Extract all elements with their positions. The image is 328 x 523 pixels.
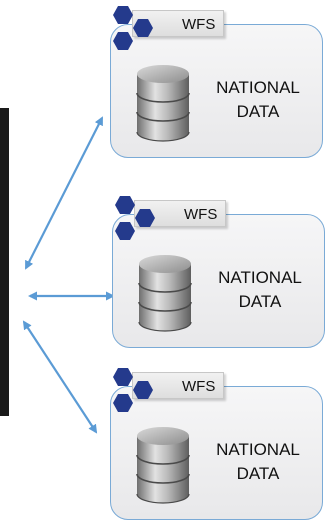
wfs-badge: WFS <box>182 16 216 33</box>
node-label-line-2: DATA <box>236 464 280 483</box>
node-label: NATIONAL DATA <box>196 438 320 486</box>
left-source-bar <box>0 108 9 416</box>
node-label-line-2: DATA <box>238 292 282 311</box>
arrow-to-node-3 <box>22 320 98 434</box>
node-label-line-1: NATIONAL <box>218 268 302 287</box>
wfs-badge: WFS <box>184 206 218 223</box>
database-icon <box>136 427 190 504</box>
node-label-line-1: NATIONAL <box>216 440 300 459</box>
hexagon-logo-icon <box>115 196 155 240</box>
national-data-node-2: WFS NATIONAL DATA <box>112 192 327 350</box>
database-icon <box>136 65 190 142</box>
node-label-line-1: NATIONAL <box>216 78 300 97</box>
node-label: NATIONAL DATA <box>196 76 320 124</box>
node-label: NATIONAL DATA <box>198 266 322 314</box>
hexagon-logo-icon <box>113 6 153 50</box>
database-icon <box>138 255 192 332</box>
national-data-node-3: WFS NATIONAL DATA <box>110 364 325 522</box>
node-label-line-2: DATA <box>236 102 280 121</box>
arrow-to-node-1 <box>25 116 103 270</box>
wfs-badge: WFS <box>182 378 216 395</box>
hexagon-logo-icon <box>113 368 153 412</box>
national-data-node-1: WFS NATIONAL DATA <box>110 2 325 160</box>
